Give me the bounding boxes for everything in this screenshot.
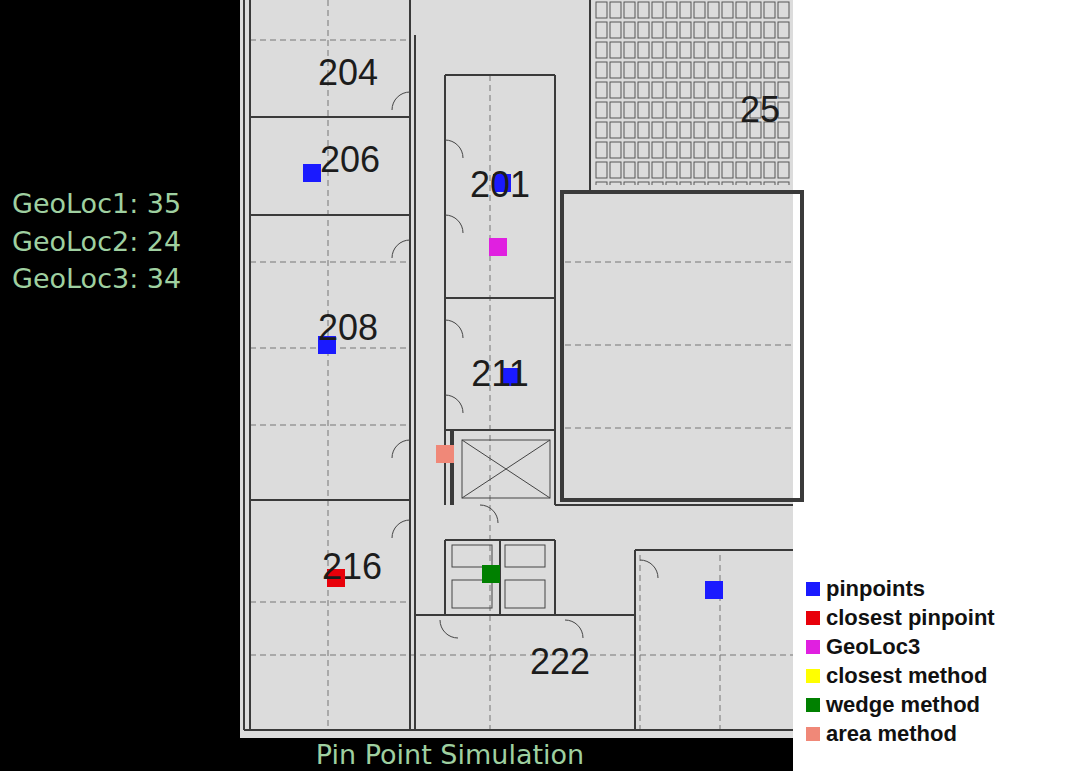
room-number: 204 <box>318 55 378 91</box>
legend-row: GeoLoc3 <box>806 634 920 660</box>
legend-text: closest pinpoint <box>826 605 995 631</box>
legend-text: area method <box>826 721 957 747</box>
room-number: 206 <box>320 142 380 178</box>
legend-text: pinpoints <box>826 576 925 602</box>
legend-swatch <box>806 698 820 712</box>
left-panel <box>0 0 240 771</box>
legend-row: closest method <box>806 663 987 689</box>
legend-text: wedge method <box>826 692 980 718</box>
legend-row: pinpoints <box>806 576 925 602</box>
caption: Pin Point Simulation <box>316 741 584 768</box>
room-number: 216 <box>322 549 382 585</box>
restroom-fixtures <box>452 545 545 608</box>
legend-swatch <box>806 669 820 683</box>
room-number: 222 <box>530 644 590 680</box>
legend-row: area method <box>806 721 957 747</box>
bottom-panel <box>240 738 793 771</box>
legend-swatch <box>806 640 820 654</box>
door-swings <box>392 92 658 638</box>
plan-ground <box>240 0 793 738</box>
room-number: 208 <box>318 310 378 346</box>
thick-walls <box>452 192 802 505</box>
score-readout: GeoLoc2: 24 <box>12 228 181 255</box>
legend-text: closest method <box>826 663 987 689</box>
seating <box>595 0 791 185</box>
location-markers <box>303 164 723 599</box>
room-number: 201 <box>470 167 530 203</box>
legend-swatch <box>806 611 820 625</box>
legend-row: wedge method <box>806 692 980 718</box>
legend-text: GeoLoc3 <box>826 634 920 660</box>
legend-row: closest pinpoint <box>806 605 995 631</box>
room-number: 211 <box>471 356 528 392</box>
legend-swatch <box>806 727 820 741</box>
grid-lines <box>250 0 793 730</box>
legend-swatch <box>806 582 820 596</box>
score-readout: GeoLoc3: 34 <box>12 265 181 292</box>
score-readout: GeoLoc1: 35 <box>12 190 181 217</box>
elevator-shaft <box>462 440 550 498</box>
room-number: 25 <box>740 92 780 128</box>
walls <box>244 0 793 730</box>
